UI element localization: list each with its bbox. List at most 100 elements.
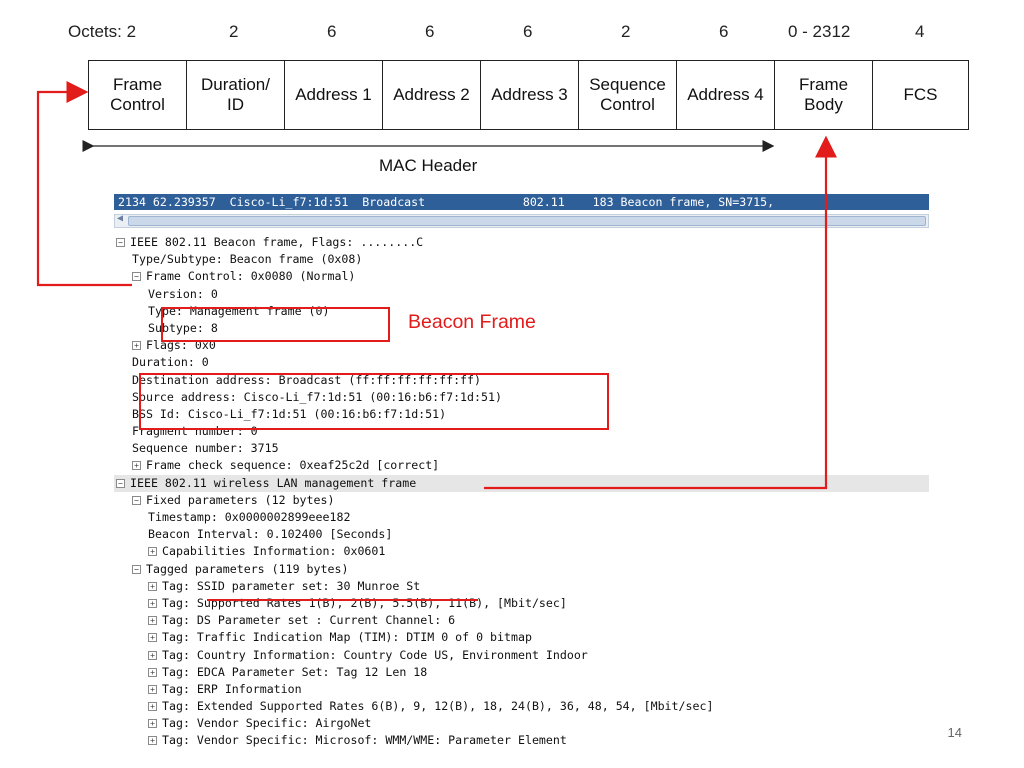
tree-node-label: Tag: Extended Supported Rates 6(B), 9, 1… [162,699,714,714]
tree-node[interactable]: BSS Id: Cisco-Li_f7:1d:51 (00:16:b6:f7:1… [114,406,929,423]
octet-size: 0 - 2312 [788,22,851,41]
tree-node[interactable]: −IEEE 802.11 Beacon frame, Flags: ......… [114,234,929,251]
tree-node[interactable]: + Frame check sequence: 0xeaf25c2d [corre… [114,457,929,474]
expand-icon[interactable]: + [148,702,157,712]
frame-body-pointer-arrow [484,135,837,490]
protocol-tree: −IEEE 802.11 Beacon frame, Flags: ......… [114,234,929,750]
frame-field-address-4: Address 4 [676,61,774,129]
octet-size: 6 [523,22,533,41]
tree-node-label: Tag: ERP Information [162,681,302,696]
collapse-icon[interactable]: − [132,495,141,505]
tree-node-label: Tag: Vendor Specific: AirgoNet [162,716,372,731]
tree-node[interactable]: + Tag: ERP Information [114,681,929,698]
tree-node[interactable]: + Tag: DS Parameter set : Current Channel… [114,612,929,629]
tree-node[interactable]: Source address: Cisco-Li_f7:1d:51 (00:16… [114,389,929,406]
tree-node[interactable]: Sequence number: 3715 [114,440,929,457]
tree-node-label: Tag: SSID parameter set: 30 Munroe St [162,578,421,593]
tree-node-label: IEEE 802.11 wireless LAN management fram… [130,475,417,490]
tree-node-label: Fragment number: 0 [132,424,258,439]
tree-node[interactable]: + Tag: Traffic Indication Map (TIM): DTIM… [114,629,929,646]
tree-node[interactable]: Beacon Interval: 0.102400 [Seconds] [114,526,929,543]
expand-icon[interactable]: + [148,650,157,660]
slide-number: 14 [947,725,962,740]
octet-size: 6 [425,22,435,41]
expand-icon[interactable]: + [132,341,141,351]
tree-node[interactable]: Timestamp: 0x0000002899eee182 [114,509,929,526]
octet-size: 4 [915,22,925,41]
collapse-icon[interactable]: − [116,238,125,247]
frame-field-address-2: Address 2 [382,61,480,129]
frame-field-sequence-control: Sequence Control [578,61,676,129]
octet-size: 2 [621,22,631,41]
tree-node-label: Tag: Traffic Indication Map (TIM): DTIM … [162,630,532,645]
expand-icon[interactable]: + [148,616,157,626]
packet-list-row[interactable]: 2134 62.239357 Cisco-Li_f7:1d:51 Broadca… [114,194,929,210]
tree-node-label: Version: 0 [148,286,218,301]
tree-node-label: BSS Id: Cisco-Li_f7:1d:51 (00:16:b6:f7:1… [132,406,447,421]
expand-icon[interactable]: + [148,581,157,591]
scrollbar-thumb[interactable] [128,216,926,226]
tree-node[interactable]: −Fixed parameters (12 bytes) [114,492,929,509]
octets-prefix: Octets: 2 [68,22,137,41]
horizontal-scrollbar[interactable]: ◀ [114,213,929,228]
tree-node-label: Frame check sequence: 0xeaf25c2d [correc… [146,458,440,473]
tree-node[interactable]: + Tag: Vendor Specific: AirgoNet [114,715,929,732]
expand-icon[interactable]: + [148,684,157,694]
frame-control-pointer-arrow [36,81,132,287]
octet-size: 6 [719,22,729,41]
tree-node[interactable]: + Tag: EDCA Parameter Set: Tag 12 Len 18 [114,664,929,681]
frame-field-duration-id: Duration/ ID [186,61,284,129]
tree-node[interactable]: Version: 0 [114,286,929,303]
tree-node[interactable]: −Tagged parameters (119 bytes) [114,561,929,578]
collapse-icon[interactable]: − [132,564,141,574]
tree-node-label: Timestamp: 0x0000002899eee182 [148,510,351,524]
tree-node[interactable]: −Frame Control: 0x0080 (Normal) [114,268,929,285]
frame-field-frame-control: Frame Control [88,61,186,129]
tree-node[interactable]: + Tag: Extended Supported Rates 6(B), 9, … [114,698,929,715]
type-subtype-highlight-box [161,307,390,342]
tree-node-label: Type/Subtype: Beacon frame (0x08) [132,252,363,267]
tree-node-label: Tag: Vendor Specific: Microsof: WMM/WME:… [162,733,567,748]
tree-node-label: Tagged parameters (119 bytes) [146,561,349,576]
expand-icon[interactable]: + [148,736,157,746]
tree-node-label: Source address: Cisco-Li_f7:1d:51 (00:16… [132,389,502,404]
tree-node[interactable]: Fragment number: 0 [114,423,929,440]
tree-node-label: Beacon Interval: 0.102400 [Seconds] [148,527,393,542]
collapse-icon[interactable]: − [116,478,125,488]
beacon-frame-callout: Beacon Frame [408,311,536,333]
collapse-icon[interactable]: − [132,272,141,282]
tree-node[interactable]: + Tag: Country Information: Country Code … [114,647,929,664]
tree-node-label: Capabilities Information: 0x0601 [162,544,386,559]
tree-node[interactable]: + Tag: SSID parameter set: 30 Munroe St [114,578,929,595]
expand-icon[interactable]: + [132,461,141,471]
tree-node-label: Duration: 0 [132,355,209,370]
tree-node[interactable]: Destination address: Broadcast (ff:ff:ff… [114,372,929,389]
tree-node-label: Tag: EDCA Parameter Set: Tag 12 Len 18 [162,664,428,679]
frame-field-fcs: FCS [872,61,969,129]
packet-details-panel: 2134 62.239357 Cisco-Li_f7:1d:51 Broadca… [114,194,929,754]
tree-node-label: Fixed parameters (12 bytes) [146,492,335,507]
expand-icon[interactable]: + [148,667,157,677]
tree-node[interactable]: + Capabilities Information: 0x0601 [114,543,929,560]
tree-node-label: Sequence number: 3715 [132,441,279,456]
expand-icon[interactable]: + [148,719,157,729]
expand-icon[interactable]: + [148,633,157,643]
frame-field-address-3: Address 3 [480,61,578,129]
tree-node[interactable]: Duration: 0 [114,354,929,371]
tree-node-label: Tag: Country Information: Country Code U… [162,647,588,662]
mac-header-label: MAC Header [379,156,478,175]
tree-node-label: Frame Control: 0x0080 (Normal) [146,269,356,284]
tree-node-label: Tag: DS Parameter set : Current Channel:… [162,613,456,628]
tree-node[interactable]: + Tag: Vendor Specific: Microsof: WMM/WME… [114,732,929,749]
octet-size: 2 [229,22,239,41]
expand-icon[interactable]: + [148,547,157,557]
addresses-highlight-box [139,373,609,430]
tree-node-label: IEEE 802.11 Beacon frame, Flags: .......… [130,235,424,249]
scroll-left-icon[interactable]: ◀ [117,213,124,224]
tree-node-label: Destination address: Broadcast (ff:ff:ff… [132,372,482,387]
octet-size: 6 [327,22,337,41]
frame-format-table: Frame Control Duration/ ID Address 1 Add… [88,60,969,130]
tree-node[interactable]: Type/Subtype: Beacon frame (0x08) [114,251,929,268]
expand-icon[interactable]: + [148,598,157,608]
